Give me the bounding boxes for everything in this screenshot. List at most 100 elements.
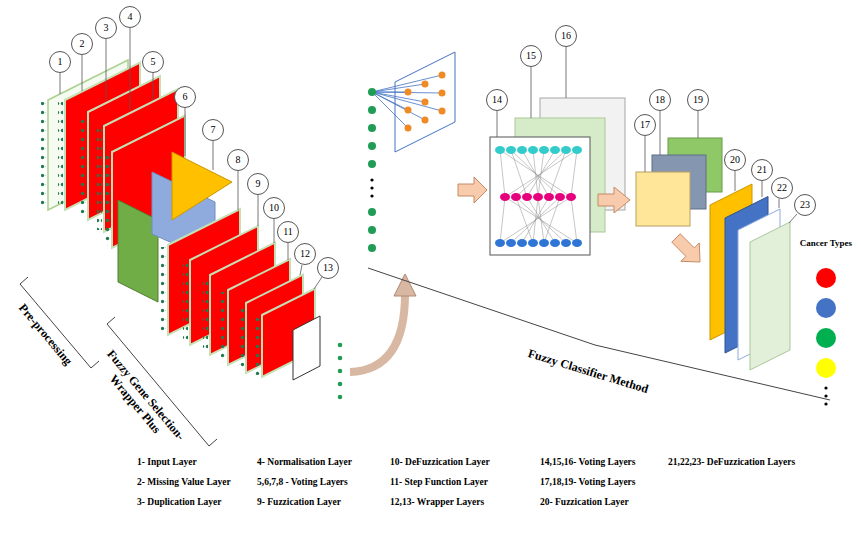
neuron-dots — [81, 114, 86, 218]
neuron — [439, 72, 446, 79]
callout-number: 13 — [317, 257, 339, 279]
neuron — [506, 239, 516, 247]
gene-dot — [368, 88, 376, 96]
flow-arrow — [598, 187, 630, 213]
class-circle — [816, 358, 836, 378]
neuron-dots — [161, 247, 166, 333]
neuron — [561, 146, 571, 154]
callout-number: 20 — [724, 149, 746, 171]
neuron — [495, 239, 505, 247]
flow-arrow — [458, 177, 487, 203]
neuron — [550, 146, 560, 154]
callout-number: 15 — [520, 45, 542, 67]
gene-dot — [338, 343, 343, 348]
gene-dot — [368, 208, 376, 216]
ellipsis-dot — [824, 402, 827, 405]
input-grid — [395, 52, 455, 152]
voting-layer — [172, 152, 232, 220]
callout-number: 18 — [649, 89, 671, 111]
callout-number: 12 — [294, 243, 316, 265]
curved-arrow — [350, 294, 405, 372]
callout-number: 23 — [794, 194, 816, 216]
layer-key-text: 4- Normalisation Layer — [257, 457, 352, 468]
callout-number: 11 — [277, 221, 299, 243]
gene-dot — [338, 382, 343, 387]
neuron — [572, 239, 582, 247]
neuron — [506, 146, 516, 154]
gene-dot — [368, 226, 376, 234]
neuron — [555, 193, 565, 201]
class-circle — [816, 328, 836, 348]
layer-key-text: 3- Duplication Layer — [137, 497, 221, 508]
ellipsis-dot — [824, 386, 827, 389]
class-circle — [816, 298, 836, 318]
gene-dot — [368, 142, 376, 150]
layer-key-text: 12,13- Wrapper Layers — [390, 497, 484, 508]
ellipsis-dot — [370, 178, 373, 181]
callout-number: 8 — [227, 149, 249, 171]
ellipsis-dot — [370, 186, 373, 189]
neuron — [539, 239, 549, 247]
flow-arrow — [672, 234, 700, 262]
neuron — [528, 146, 538, 154]
callout-number: 14 — [486, 89, 508, 111]
gene-dot — [368, 160, 376, 168]
neuron-dots — [221, 292, 226, 363]
callout-number: 19 — [687, 89, 709, 111]
neuron-dots — [58, 102, 63, 208]
wrapper-sheet — [293, 316, 320, 380]
neuron — [566, 193, 576, 201]
neuron — [405, 107, 412, 114]
network-mesh — [500, 150, 577, 243]
neuron — [500, 193, 510, 201]
neuron — [533, 193, 543, 201]
output-label: Cancer Types — [800, 238, 852, 248]
callout-number: 21 — [751, 159, 773, 181]
gene-dots — [338, 343, 343, 400]
neuron — [561, 239, 571, 247]
neuron — [517, 239, 527, 247]
neuron — [539, 146, 549, 154]
neuron-dots — [97, 128, 102, 230]
neuron-dots — [105, 154, 110, 246]
neuron — [405, 89, 412, 96]
fan-lines — [372, 75, 442, 128]
layer-key-text: 5,6,7,8 - Voting Layers — [257, 477, 348, 488]
callout-number: 16 — [555, 25, 577, 47]
neuron — [522, 193, 532, 201]
neuron-dots — [41, 102, 46, 208]
network-mid-row — [500, 193, 576, 201]
orange-neurons — [405, 72, 446, 132]
neuron — [572, 146, 582, 154]
layer-key-text: 10- DeFuzzication Layer — [390, 457, 490, 468]
callout-number: 17 — [634, 114, 656, 136]
neuron — [550, 239, 560, 247]
callout-number: 9 — [247, 173, 269, 195]
callout-number: 22 — [771, 177, 793, 199]
section-label: Fuzzy Gene Selection- Wrapper Plus — [81, 334, 199, 467]
class-circle — [816, 268, 836, 288]
callout-number: 2 — [71, 33, 93, 55]
section-label: Pre-processing — [4, 288, 85, 381]
defuzzy-layer — [750, 222, 790, 370]
neuron — [544, 193, 554, 201]
neuron — [422, 117, 429, 124]
section-label: Fuzzy Classifier Method — [495, 338, 681, 407]
input-column — [368, 88, 376, 252]
gene-dot — [368, 124, 376, 132]
ellipsis-dot — [824, 394, 827, 397]
neuron-dots — [183, 262, 188, 343]
neuron — [528, 239, 538, 247]
layer-key-text: 21,22,23- DeFuzzication Layers — [668, 457, 795, 468]
neuron — [439, 90, 446, 97]
callout-number: 1 — [49, 51, 71, 73]
callout-number: 3 — [95, 17, 117, 39]
neuron-dots — [203, 277, 208, 353]
network-top-row — [495, 146, 582, 154]
neuron — [495, 146, 505, 154]
voting-panel — [636, 172, 690, 226]
layer-key-text: 20- Fuzzication Layer — [540, 497, 629, 508]
callout-number: 6 — [174, 86, 196, 108]
callout-number: 10 — [263, 197, 285, 219]
